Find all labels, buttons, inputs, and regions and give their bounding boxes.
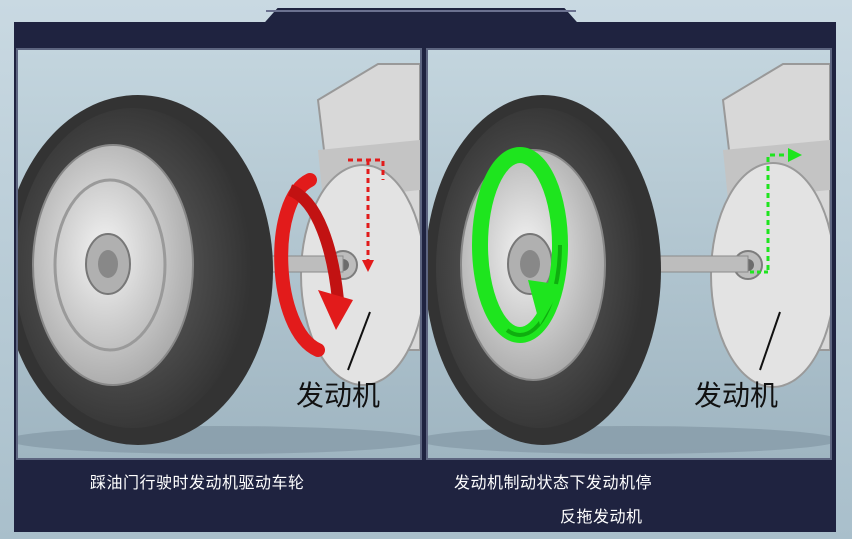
top-header-line xyxy=(266,10,576,12)
caption-brake-line1: 发动机制动状态下发动机停 xyxy=(454,473,653,492)
engine-label-left: 发动机 xyxy=(296,379,381,412)
braking-illustration xyxy=(428,50,830,458)
engine-pointer-line xyxy=(759,311,781,371)
drive-illustration xyxy=(18,50,420,458)
rotation-arrow-green xyxy=(472,147,568,343)
engine-block xyxy=(300,63,420,386)
rotation-arrow-red xyxy=(274,173,353,357)
panel-engine-drives-wheel xyxy=(16,48,422,460)
caption-brake-line2: 反拖发动机 xyxy=(560,507,643,526)
engine-pointer-line xyxy=(347,311,371,371)
wheel xyxy=(18,95,273,445)
caption-fade xyxy=(672,464,712,486)
dotted-arrow-green xyxy=(750,148,802,274)
engine-label-right: 发动机 xyxy=(694,379,779,412)
dotted-arrow-red xyxy=(348,158,385,272)
panel-engine-braking xyxy=(426,48,832,460)
wheel xyxy=(428,95,661,445)
top-header-tab xyxy=(258,8,584,30)
caption-drive: 踩油门行驶时发动机驱动车轮 xyxy=(90,473,305,492)
engine-block xyxy=(710,63,830,388)
